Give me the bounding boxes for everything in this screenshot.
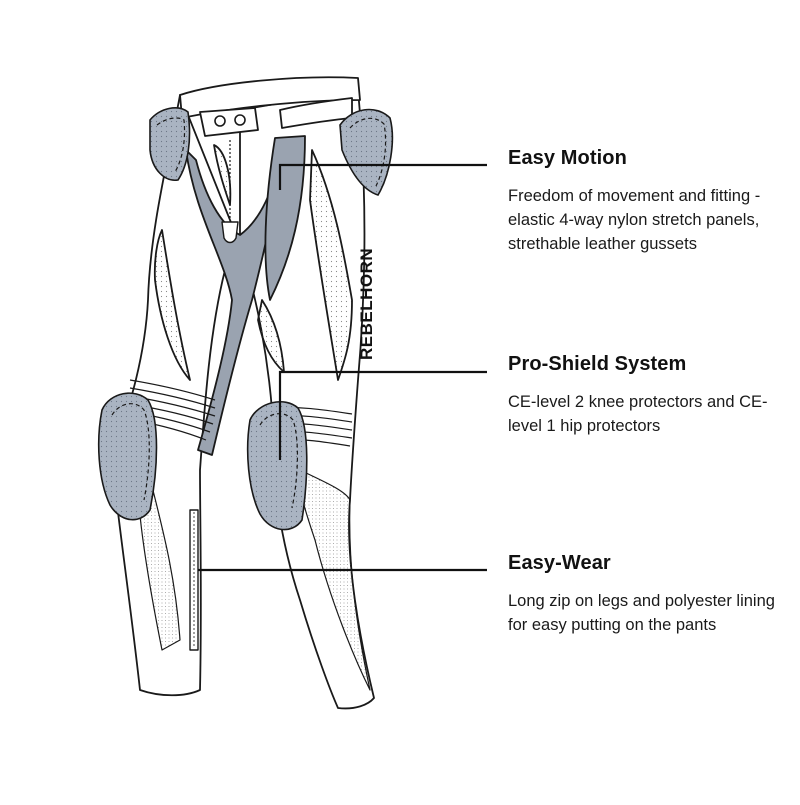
knee-protector-left xyxy=(97,392,158,521)
feature-easy-wear: Easy-Wear Long zip on legs and polyester… xyxy=(508,552,778,637)
brand-logo: REBELHORN xyxy=(357,248,376,360)
perforated-panel-right-calf xyxy=(299,469,371,691)
knee-ribs-left xyxy=(129,379,216,441)
perforated-panel-left-outer xyxy=(153,229,191,381)
stretch-panel-crotch xyxy=(185,149,281,456)
fly-zipper xyxy=(221,140,239,244)
feature-description: Long zip on legs and polyester lining fo… xyxy=(508,592,775,634)
feature-pro-shield-system: Pro-Shield System CE-level 2 knee protec… xyxy=(508,353,778,438)
feature-title: Easy-Wear xyxy=(508,552,611,574)
feature-description: Freedom of movement and fitting - elasti… xyxy=(508,187,761,253)
waist-snap-icon xyxy=(214,114,246,127)
callout-line-pro-shield xyxy=(278,370,487,460)
callout-lines xyxy=(198,163,487,572)
brand-logo-text: REBELHORN xyxy=(357,248,376,360)
perforated-panel-right-outer xyxy=(309,149,353,381)
perforated-panel-left-shin xyxy=(137,469,181,651)
feature-title: Pro-Shield System xyxy=(508,353,687,375)
pants-body xyxy=(111,76,375,710)
stretch-panel-hip xyxy=(264,135,306,301)
knee-protector-icon xyxy=(97,392,308,531)
zipper-icon xyxy=(189,509,199,651)
feature-easy-motion: Easy Motion Freedom of movement and fitt… xyxy=(508,147,778,256)
knee-protector-right xyxy=(246,400,308,531)
callout-line-easy-motion xyxy=(278,163,487,190)
hip-protector-right xyxy=(339,108,394,196)
hip-protector-icon xyxy=(149,107,394,196)
waist-flap xyxy=(199,107,259,137)
feature-description: CE-level 2 knee protectors and CE-level … xyxy=(508,393,768,435)
feature-title: Easy Motion xyxy=(508,147,627,169)
